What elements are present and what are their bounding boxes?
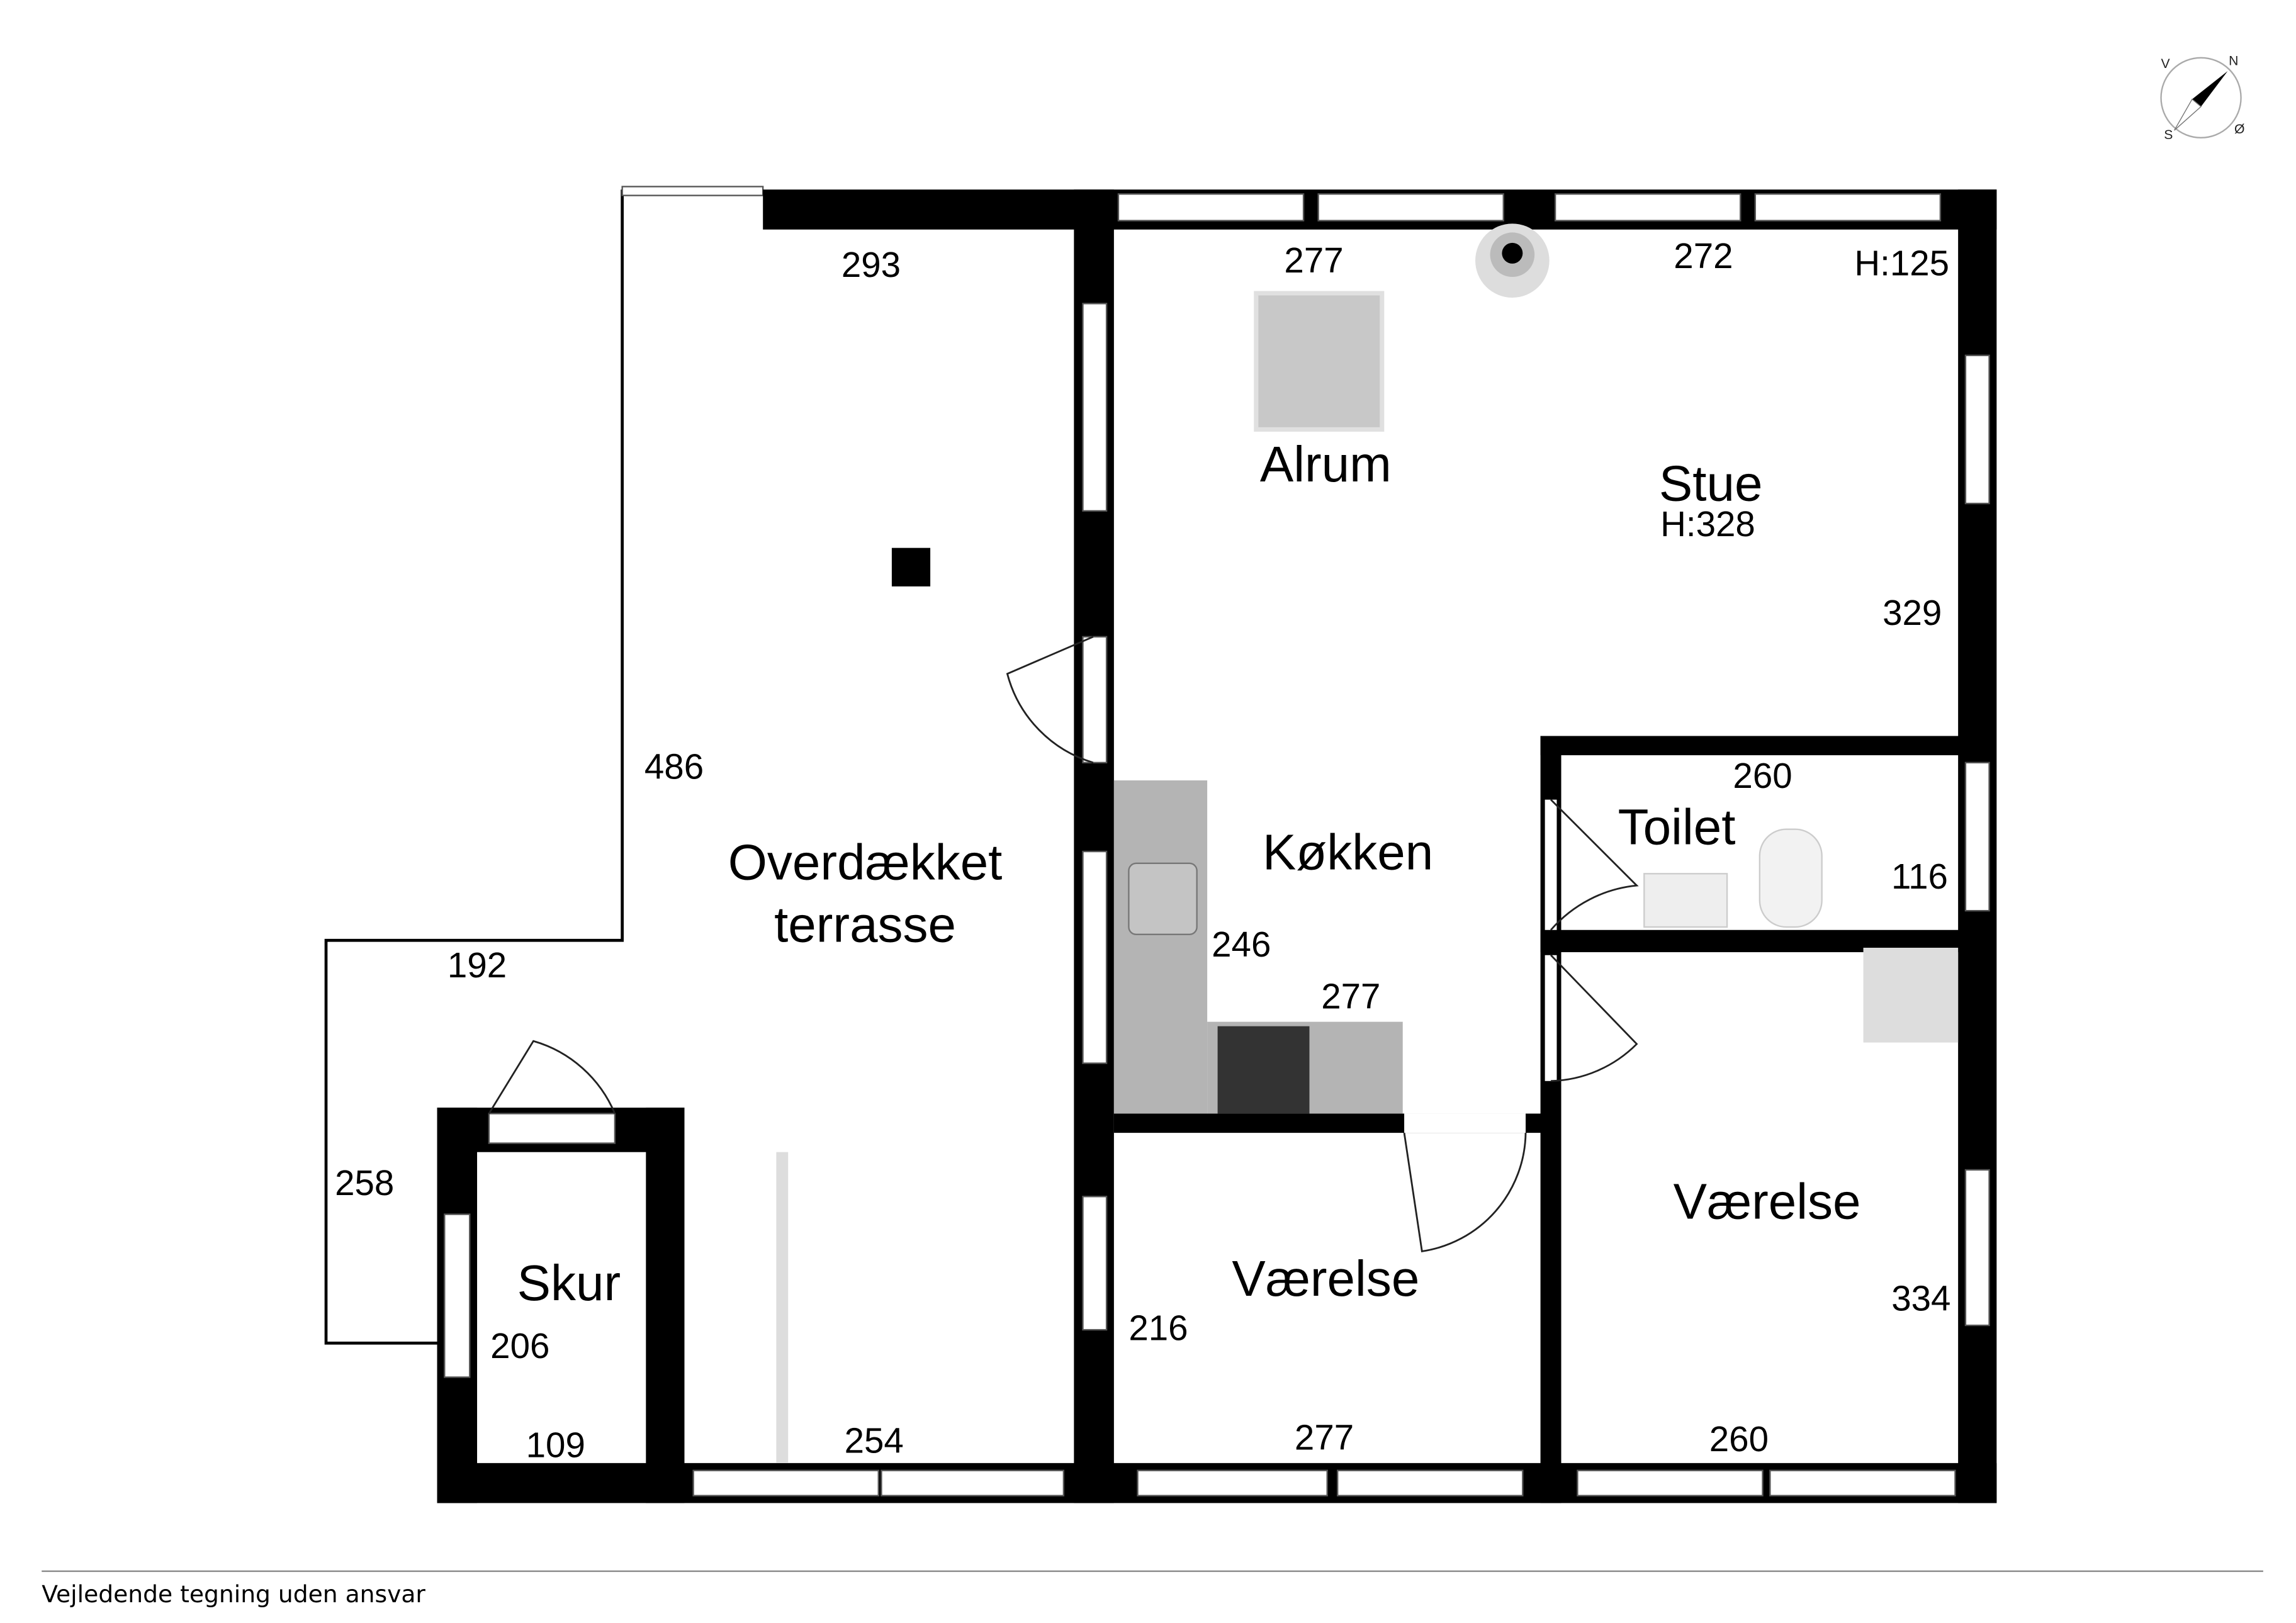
wardrobe-icon (1863, 947, 1959, 1043)
room-vaerelse-2: Værelse (1674, 1174, 1861, 1230)
dim: 109 (526, 1425, 585, 1464)
kitchen-counter (1113, 780, 1208, 1114)
room-stue: Stue (1659, 455, 1763, 511)
compass-n: N (2229, 54, 2238, 69)
furniture (776, 223, 1959, 1463)
table-icon (1254, 291, 1385, 432)
room-terrasse-1: Overdækket (728, 834, 1003, 890)
dim: 260 (1709, 1419, 1769, 1459)
room-labels: Alrum Stue H:328 Køkken Toilet Overdække… (517, 436, 1861, 1311)
dim: 329 (1882, 593, 1942, 632)
compass-s: S (2164, 128, 2173, 142)
terrace-outline (324, 189, 624, 1345)
dim: 277 (1284, 240, 1343, 280)
dim: 293 (841, 245, 901, 284)
oven-icon (1217, 1026, 1310, 1114)
toilet-icon (1759, 828, 1823, 928)
dim: 277 (1321, 976, 1380, 1016)
dim: H:125 (1854, 244, 1949, 283)
compass-e: Ø (2234, 122, 2244, 137)
dim: 277 (1295, 1418, 1354, 1457)
dim: 206 (490, 1326, 549, 1366)
beam-icon (776, 1152, 789, 1463)
dim: 272 (1674, 236, 1733, 276)
dim: 246 (1212, 924, 1271, 964)
compass-w: V (2161, 57, 2171, 71)
sink-icon (1128, 862, 1198, 935)
dimension-labels: 293 277 272 H:125 329 486 260 116 246 27… (335, 236, 1950, 1465)
dim: 254 (845, 1420, 904, 1460)
room-vaerelse-1: Værelse (1232, 1250, 1419, 1306)
doors (488, 636, 1639, 1252)
room-kokken: Køkken (1263, 824, 1433, 880)
windows (444, 193, 1990, 1497)
footer-disclaimer: Vejledende tegning uden ansvar (42, 1580, 425, 1608)
terrace-opening (621, 186, 764, 196)
dim: 258 (335, 1163, 394, 1203)
dim: 486 (644, 747, 704, 787)
room-alrum: Alrum (1260, 436, 1392, 492)
room-terrasse-2: terrasse (774, 897, 956, 953)
room-toilet: Toilet (1618, 799, 1736, 855)
dim: 192 (447, 945, 507, 985)
compass-icon: N V S Ø (2160, 54, 2244, 142)
room-skur: Skur (517, 1255, 621, 1311)
dim: 260 (1733, 756, 1792, 795)
dim: 216 (1128, 1308, 1188, 1348)
stue-height: H:328 (1660, 504, 1755, 544)
washbasin-icon (1643, 873, 1728, 928)
dim: 334 (1891, 1278, 1950, 1318)
dim: 116 (1891, 856, 1948, 896)
pillar-icon (891, 548, 931, 587)
